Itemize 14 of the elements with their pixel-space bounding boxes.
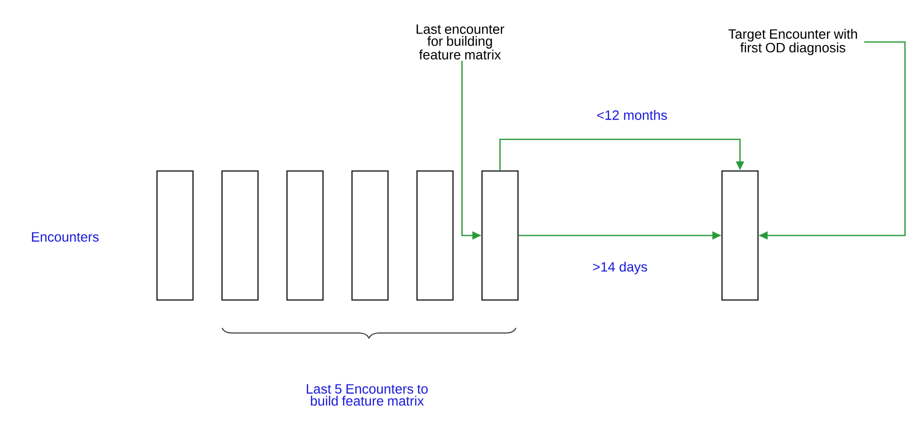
arrow: [499, 138, 744, 170]
edge-label: <12 months: [596, 109, 668, 121]
edge-label: >14 days: [591, 260, 649, 276]
encounter-box: [221, 170, 259, 301]
annotation-text: Last 5 Encounters to build feature matrix: [306, 384, 428, 406]
annotation-text: Target Encounter with first OD diagnosis: [728, 28, 857, 56]
annotation-text: Encounters: [32, 232, 99, 242]
encounter-box: [481, 170, 519, 301]
annotation-text: Last encounter for building feature matrix: [416, 24, 504, 60]
encounter-box: [416, 170, 454, 301]
encounter-box: [721, 170, 759, 301]
encounter-box: [286, 170, 324, 301]
encounter-box: [351, 170, 389, 301]
encounter-box: [156, 170, 194, 301]
